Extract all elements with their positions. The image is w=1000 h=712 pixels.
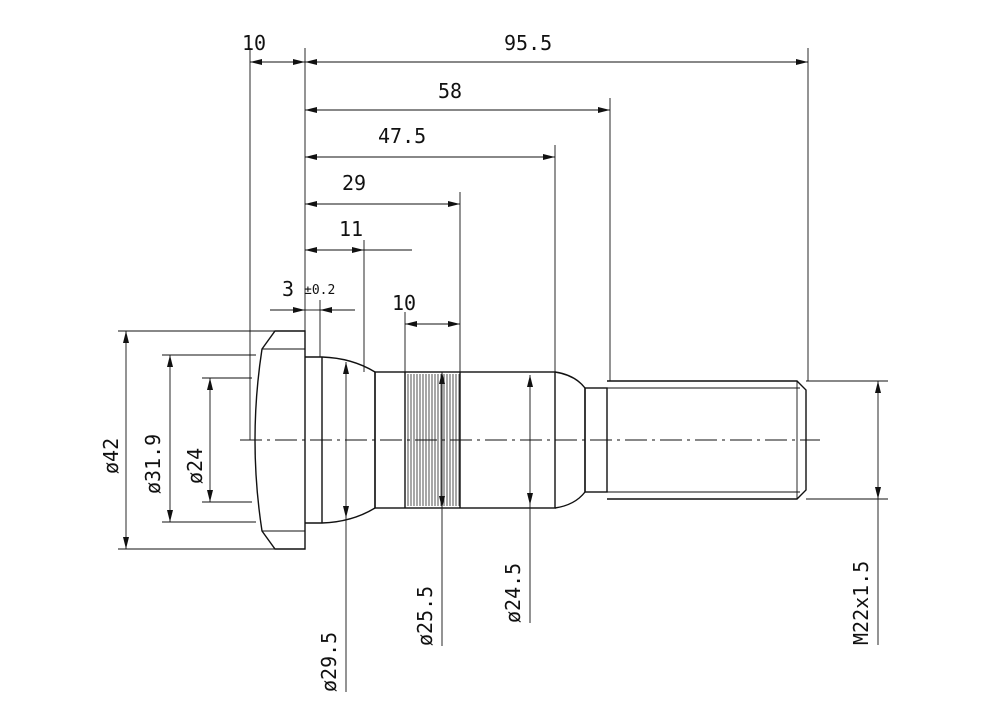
dim-text-95-5: 95.5 <box>504 31 552 55</box>
dimension-10-top: 10 <box>242 31 305 65</box>
dimension-29: 29 <box>305 171 460 207</box>
dim-text-dia-25-5: ø25.5 <box>413 586 437 646</box>
dimension-dia-42: ø42 <box>99 331 129 549</box>
dim-text-10-knurl: 10 <box>392 291 416 315</box>
dimension-3-tolerance: 3 ±0.2 <box>270 277 355 313</box>
dimension-thread: M22x1.5 <box>849 381 881 645</box>
dim-text-dia-29-5: ø29.5 <box>317 632 341 692</box>
dim-text-11: 11 <box>339 217 363 241</box>
dim-text-10-top: 10 <box>242 31 266 55</box>
head-flange <box>254 330 306 550</box>
dim-text-58: 58 <box>438 79 462 103</box>
dim-text-29: 29 <box>342 171 366 195</box>
dim-text-dia-31-9: ø31.9 <box>141 434 165 494</box>
dimension-47-5: 47.5 <box>305 124 555 160</box>
dimension-dia-24-5: ø24.5 <box>501 375 533 623</box>
dim-text-47-5: 47.5 <box>378 124 426 148</box>
dimension-95-5: 95.5 <box>305 31 808 65</box>
dimension-dia-29-5: ø29.5 <box>317 362 349 692</box>
dimension-58: 58 <box>305 79 610 113</box>
dimension-dia-31-9: ø31.9 <box>141 355 173 522</box>
dim-text-dia-24-5: ø24.5 <box>501 563 525 623</box>
dim-text-dia-42: ø42 <box>99 438 123 474</box>
dim-text-3-tolerance: ±0.2 <box>304 283 335 298</box>
bolt-outline <box>240 330 820 550</box>
dimension-dia-24: ø24 <box>183 378 213 502</box>
dim-text-thread: M22x1.5 <box>849 561 873 645</box>
extension-lines <box>118 48 888 550</box>
dim-text-dia-24: ø24 <box>183 448 207 484</box>
dim-text-3: 3 <box>282 277 294 301</box>
dimension-11: 11 <box>305 217 412 253</box>
dimension-10-knurl: 10 <box>392 291 460 327</box>
dimension-dia-25-5: ø25.5 <box>413 372 445 646</box>
